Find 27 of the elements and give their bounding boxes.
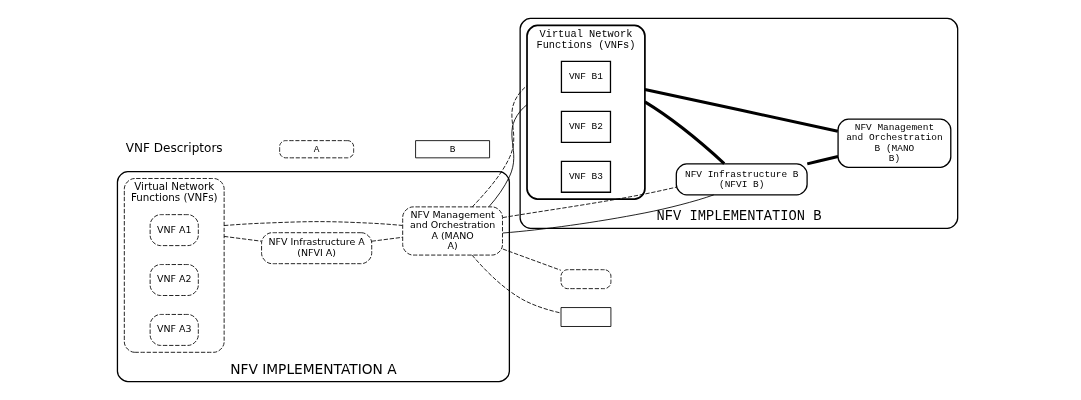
label: VNF Descriptors xyxy=(125,141,223,156)
connector xyxy=(471,85,527,208)
node-box: VNF A3 xyxy=(149,314,199,346)
connector xyxy=(370,236,403,242)
connector xyxy=(501,186,677,218)
node-box xyxy=(560,269,611,290)
node-box: VNF B3 xyxy=(560,160,611,193)
legend-label: B xyxy=(449,143,455,155)
connector xyxy=(643,100,725,165)
node-box: NFV Infrastructure B (NFVI B) xyxy=(675,163,808,196)
node-box: VNF B1 xyxy=(560,60,611,94)
connector xyxy=(471,254,561,314)
connector xyxy=(644,88,838,133)
node-box: VNF A1 xyxy=(149,214,199,247)
connector xyxy=(488,104,527,208)
connector xyxy=(501,248,561,271)
node-box: NFV Management and Orchestration A (MANO A) xyxy=(401,206,503,256)
connector xyxy=(501,194,714,234)
legend-label: A xyxy=(313,143,319,155)
connector xyxy=(806,155,838,166)
connector xyxy=(223,221,403,226)
node-box: NFV Infrastructure A (NFVI A) xyxy=(260,232,372,265)
node-box: VNF A2 xyxy=(149,264,199,296)
connector xyxy=(223,236,262,242)
node-box: NFV Management and Orchestration B (MANO B) xyxy=(836,118,951,168)
node-box: VNF B2 xyxy=(560,110,611,143)
node-box xyxy=(560,307,611,327)
